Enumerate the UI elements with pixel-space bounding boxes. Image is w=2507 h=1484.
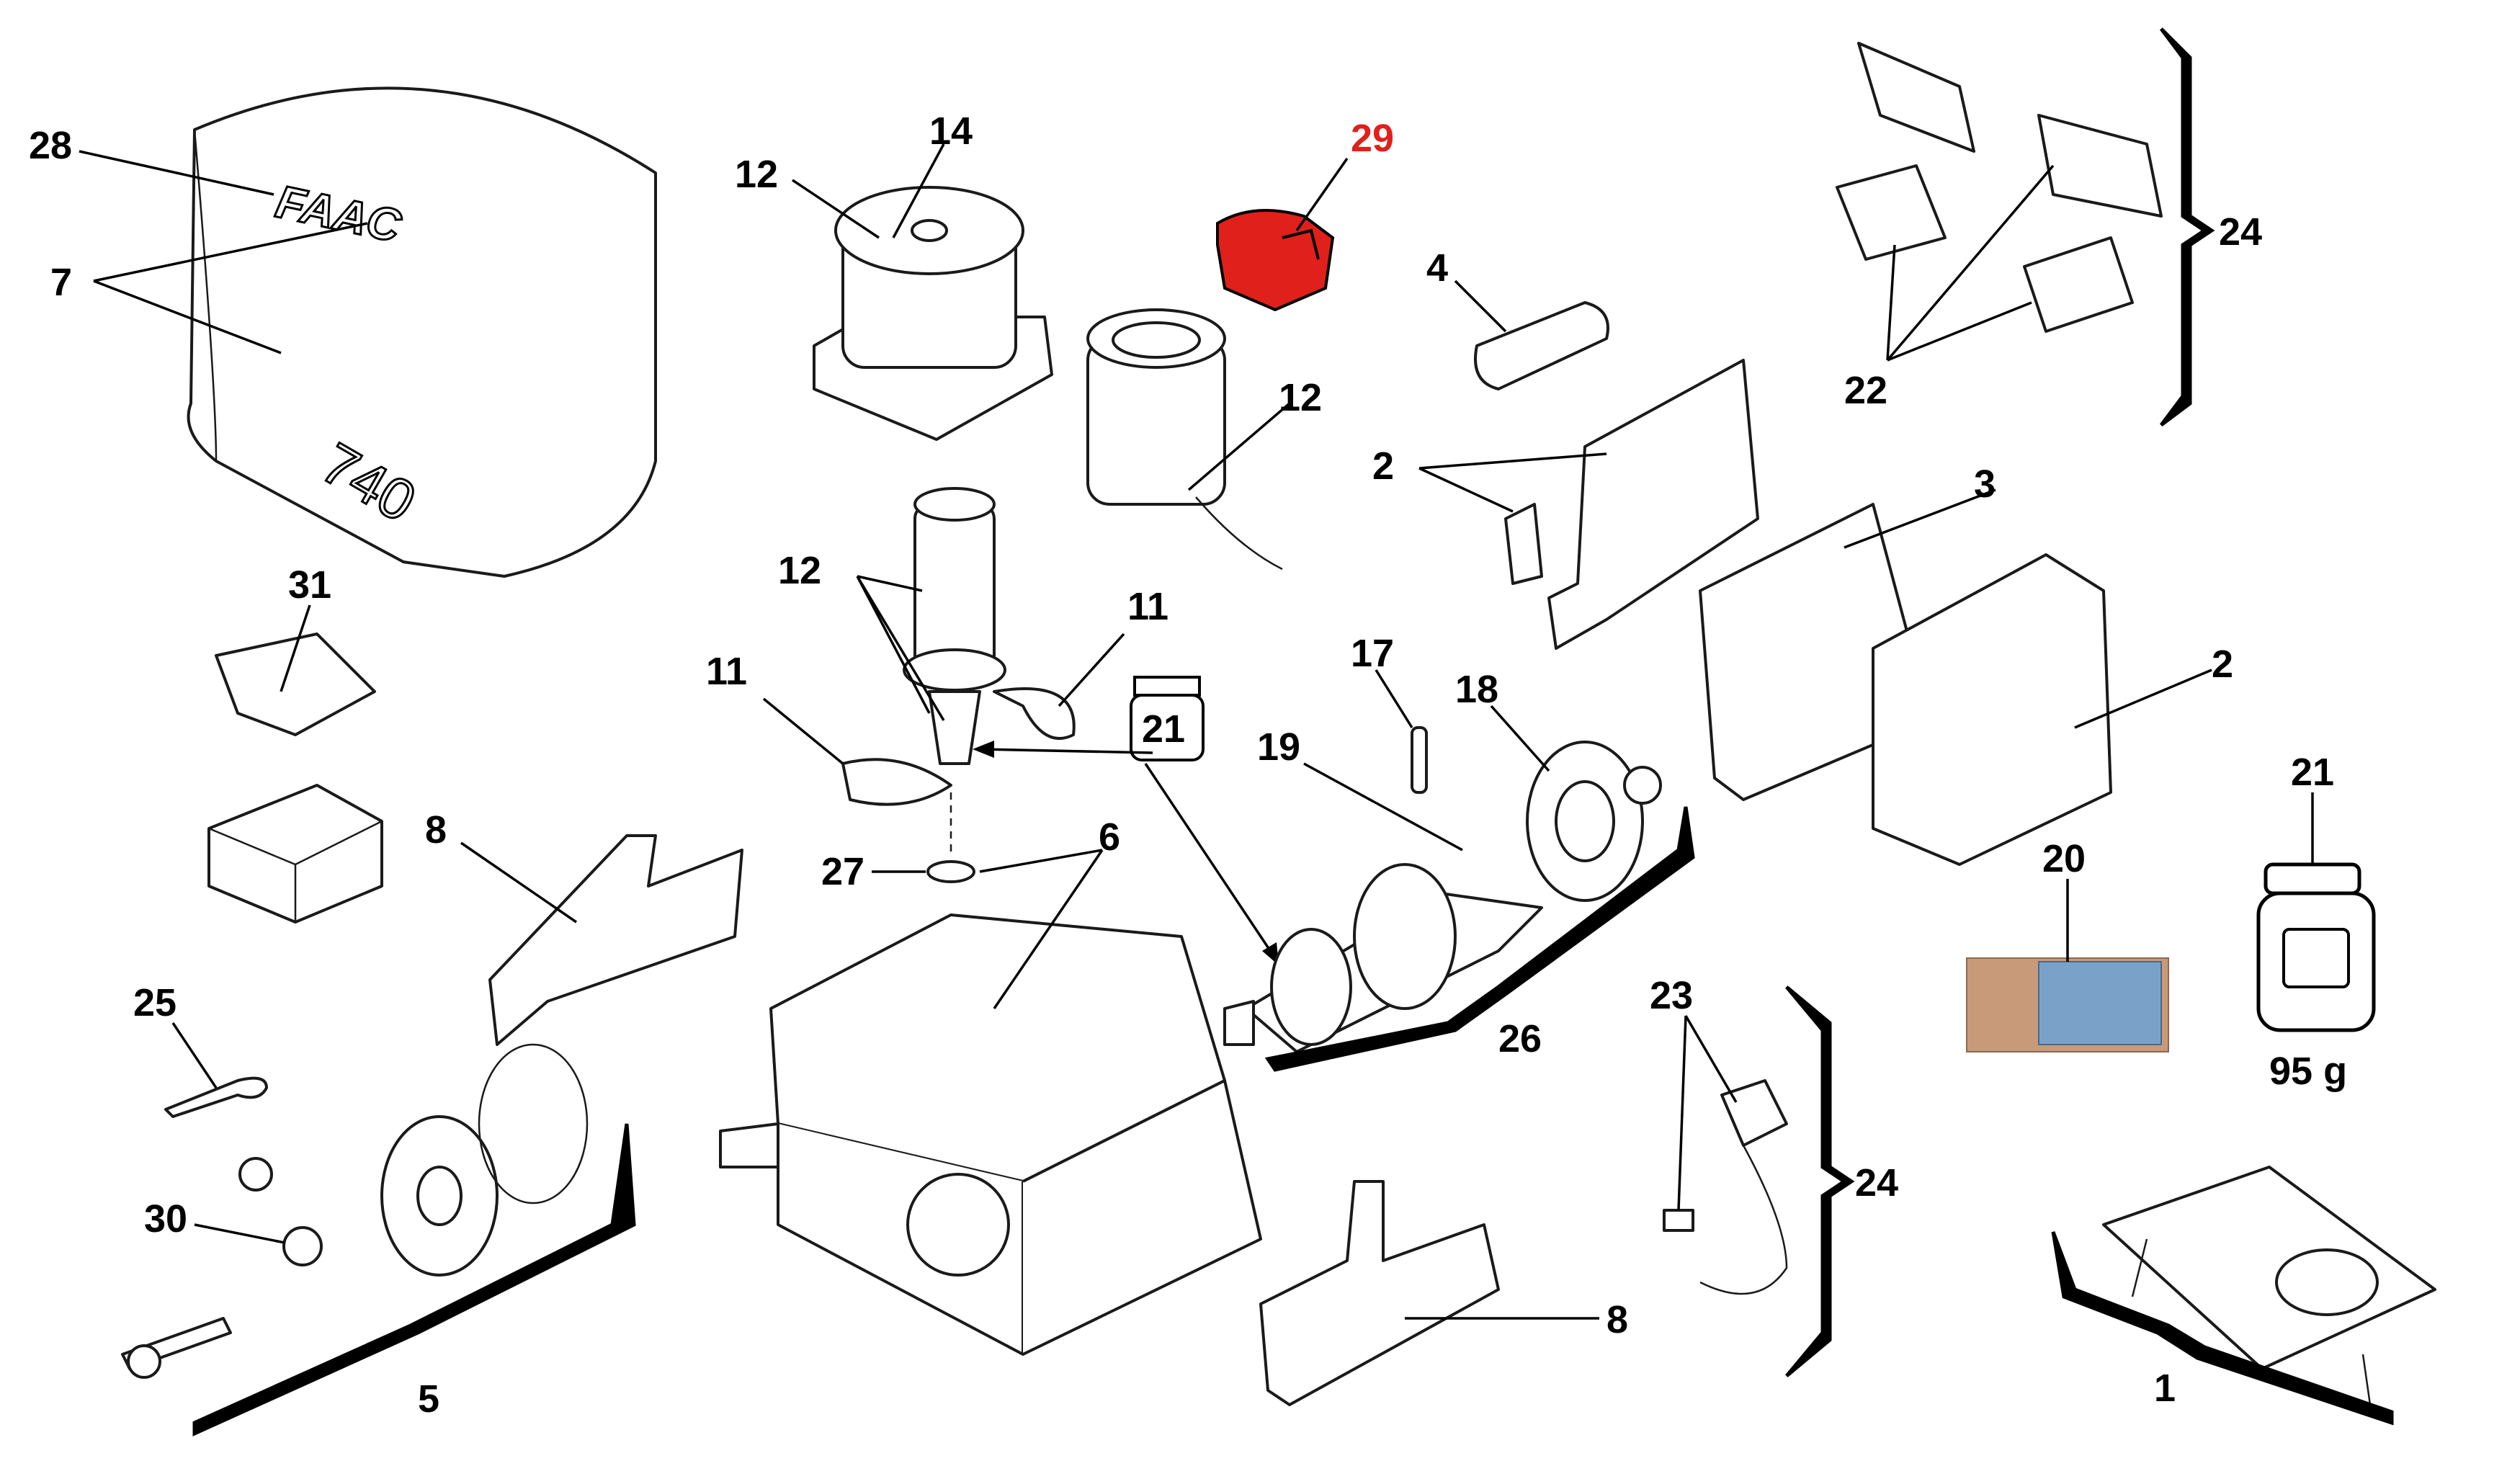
- side-panel-8-left[interactable]: [488, 834, 743, 1046]
- side-panel-8-bottom[interactable]: [1259, 1180, 1500, 1406]
- label-27: 27: [821, 850, 864, 893]
- label-2-upper: 2: [1372, 444, 1394, 488]
- label-23: 23: [1650, 974, 1693, 1017]
- label-20: 20: [2042, 837, 2086, 880]
- gear-box-base-part[interactable]: [719, 913, 1262, 1356]
- grease-jar-large-icon: [2256, 862, 2376, 1032]
- label-24-bottom: 24: [1855, 1161, 1898, 1204]
- label-8-bottom: 8: [1606, 1298, 1628, 1341]
- label-14: 14: [929, 109, 973, 153]
- label-1: 1: [2154, 1367, 2176, 1410]
- label-31: 31: [288, 563, 331, 607]
- label-18: 18: [1455, 668, 1498, 711]
- label-29: 29: [1351, 117, 1394, 160]
- key-25[interactable]: [164, 1076, 268, 1118]
- label-12-stator: 12: [1279, 376, 1322, 419]
- brace-5: [192, 1123, 636, 1436]
- highlighted-part-29[interactable]: [1216, 209, 1335, 312]
- brace-26: [1264, 806, 1695, 1072]
- label-25: 25: [133, 981, 176, 1024]
- label-19: 19: [1257, 725, 1300, 769]
- label-2-right: 2: [2212, 643, 2233, 686]
- rotor-part[interactable]: [903, 487, 1006, 765]
- cover-part[interactable]: FAAC 740: [187, 86, 657, 578]
- clip-part[interactable]: [238, 1157, 273, 1192]
- board-holder-2[interactable]: [1547, 359, 1759, 650]
- grease-swatch-20: [1966, 957, 2169, 1052]
- label-3: 3: [1974, 462, 1996, 506]
- gear-18[interactable]: [1526, 741, 1662, 902]
- grease-jar-small-icon: [1130, 676, 1205, 761]
- label-28: 28: [29, 124, 72, 167]
- motor-housing-part[interactable]: [813, 186, 1053, 441]
- limit-switch-brackets[interactable]: [1836, 42, 2163, 333]
- label-26: 26: [1498, 1017, 1542, 1060]
- label-11-left: 11: [706, 650, 747, 693]
- board-box-2[interactable]: [1872, 553, 2112, 866]
- label-7: 7: [50, 261, 72, 304]
- label-11-right: 11: [1127, 585, 1168, 628]
- brace-24-top: [2160, 27, 2215, 426]
- screw-bolt-part[interactable]: [1504, 503, 1543, 585]
- capacitor-4[interactable]: [1474, 301, 1609, 390]
- label-12-housing: 12: [735, 153, 778, 196]
- label-5: 5: [418, 1377, 439, 1421]
- sensor-23[interactable]: [1663, 1079, 1788, 1295]
- brace-24-bottom: [1785, 985, 1855, 1377]
- box-31[interactable]: [207, 633, 383, 924]
- washer-11-right[interactable]: [993, 687, 1076, 740]
- output-shaft-19[interactable]: [1223, 863, 1543, 1053]
- o-ring: [478, 1043, 589, 1204]
- stator-part[interactable]: [1086, 308, 1283, 571]
- foundation-plate-1[interactable]: [2102, 1166, 2436, 1405]
- label-30: 30: [144, 1197, 187, 1241]
- brace-1: [2051, 1231, 2394, 1426]
- label-4: 4: [1426, 246, 1448, 290]
- label-22: 22: [1844, 369, 1887, 412]
- label-24-top: 24: [2219, 210, 2262, 254]
- label-21-large: 21: [2291, 751, 2334, 794]
- label-21-small: 21: [1142, 707, 1185, 751]
- grease-weight-label: 95 g: [2269, 1050, 2347, 1093]
- label-8-left: 8: [425, 808, 447, 851]
- pin-17[interactable]: [1411, 726, 1428, 794]
- label-17: 17: [1351, 632, 1394, 675]
- label-6: 6: [1099, 815, 1120, 859]
- label-12-rotor: 12: [778, 549, 821, 592]
- cable-gland-30[interactable]: [282, 1226, 323, 1266]
- washer-11-left[interactable]: [841, 758, 952, 806]
- seal-27[interactable]: [926, 860, 975, 883]
